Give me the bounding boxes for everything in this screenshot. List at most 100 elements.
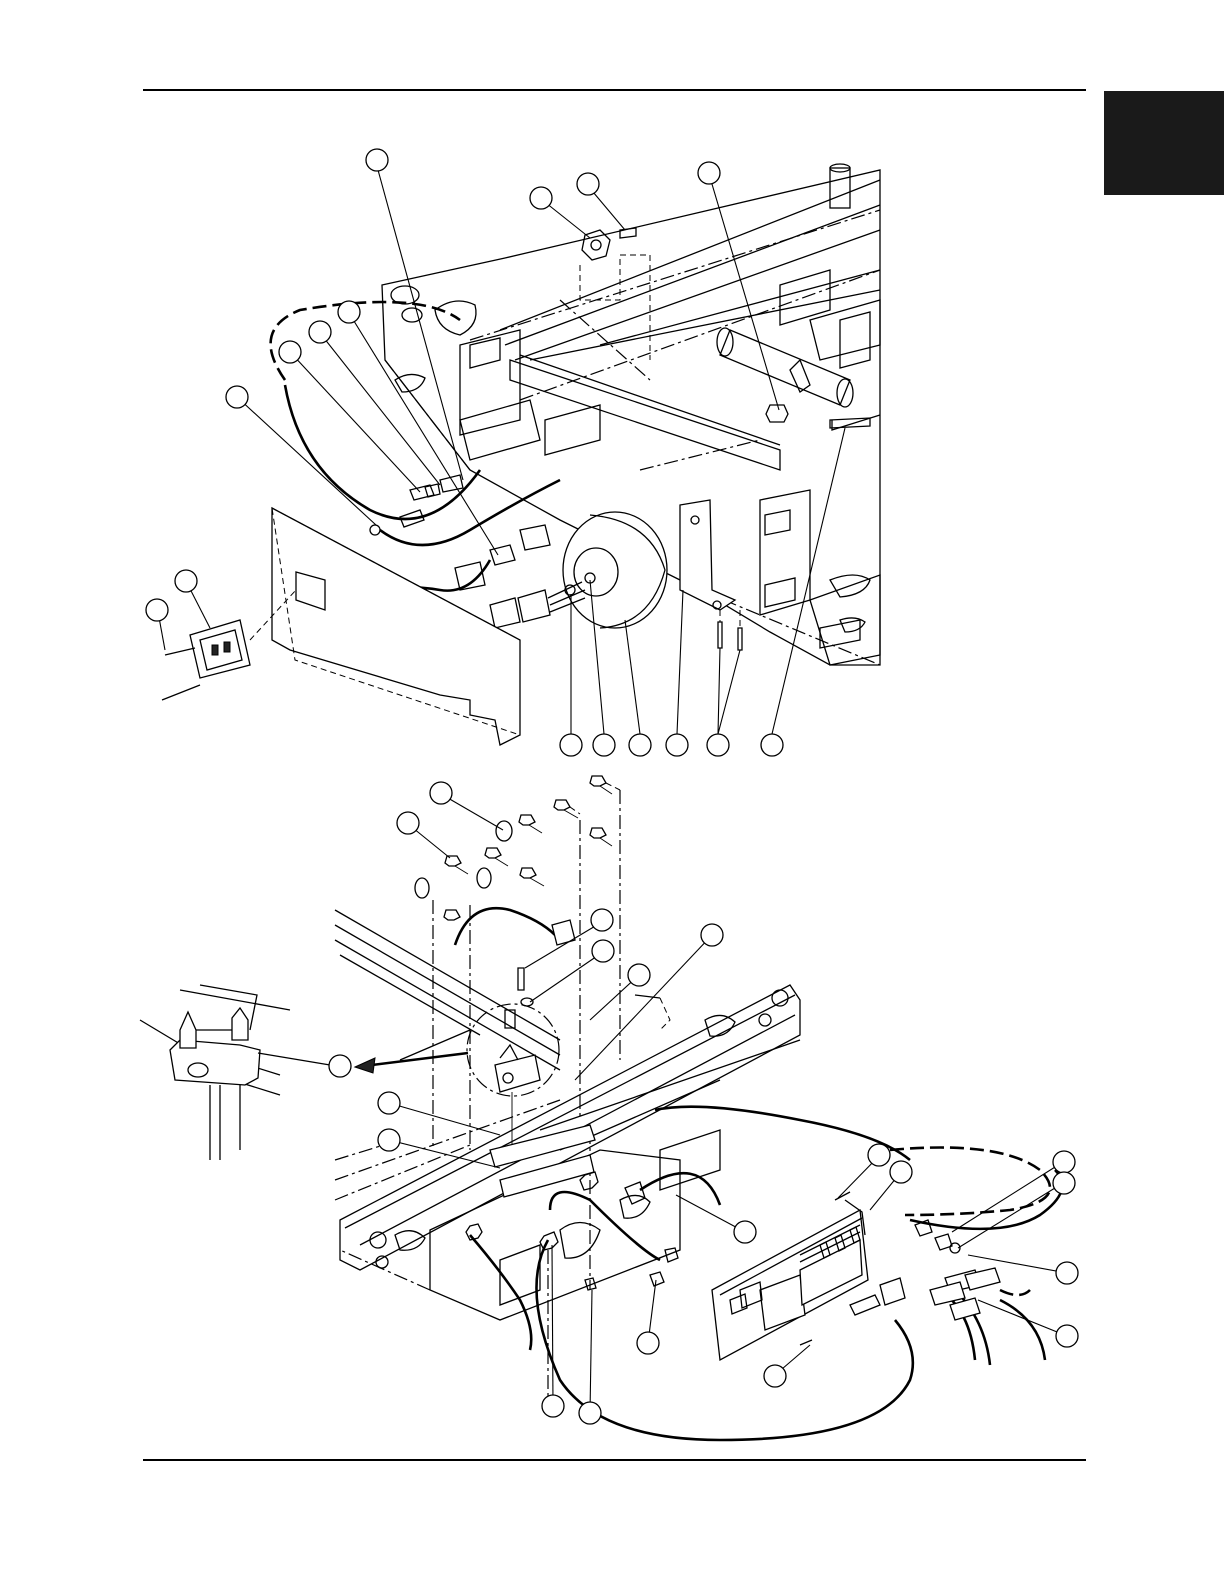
nut xyxy=(540,1232,558,1250)
leader-line xyxy=(552,1245,553,1405)
callout-bubble xyxy=(734,1221,756,1243)
socket-pin xyxy=(224,642,230,652)
frame-window xyxy=(500,1245,540,1305)
leader-line xyxy=(718,648,740,734)
callout-bubble xyxy=(309,321,331,343)
screw-head xyxy=(554,800,570,810)
screw xyxy=(738,628,742,650)
callout-bubble xyxy=(579,1402,601,1424)
enlarged-switch-tab xyxy=(232,1008,248,1040)
callout-bubble xyxy=(868,1144,890,1166)
terminal xyxy=(440,475,463,492)
leader-line xyxy=(389,1103,500,1135)
callout-bubble xyxy=(666,734,688,756)
side-panel xyxy=(272,508,520,745)
screw-head xyxy=(444,910,460,920)
screw-head xyxy=(445,856,461,866)
washer xyxy=(496,821,512,841)
nut xyxy=(466,1224,482,1240)
detail-arrow xyxy=(372,1053,468,1065)
callout-bubble xyxy=(146,599,168,621)
callout-bubble xyxy=(542,1395,564,1417)
screw xyxy=(718,622,722,648)
side-rail xyxy=(335,925,560,1055)
switch-body xyxy=(495,1055,540,1092)
callout-bubble xyxy=(593,734,615,756)
frame-cutout xyxy=(560,1223,600,1259)
callout-bubble xyxy=(378,1129,400,1151)
connector-plug xyxy=(455,562,485,590)
callout-bubble xyxy=(701,924,723,946)
callout-bubble xyxy=(338,301,360,323)
enlarged-switch-wire xyxy=(210,1085,220,1160)
sensor-plug xyxy=(552,920,575,945)
leader-line xyxy=(677,590,683,734)
callout-bubble xyxy=(175,570,197,592)
terminal-connector xyxy=(930,1282,965,1305)
charger-socket xyxy=(190,620,250,678)
bottom-callouts xyxy=(329,782,1078,1424)
wire-loop-dashed xyxy=(890,1148,1050,1216)
leader-line xyxy=(590,1290,592,1413)
screw-head xyxy=(590,828,606,838)
screw xyxy=(518,968,524,990)
connector-plug xyxy=(490,598,520,628)
callout-bubble xyxy=(707,734,729,756)
callout-bubble xyxy=(560,734,582,756)
washer xyxy=(415,878,429,898)
callout-bubble xyxy=(329,1055,351,1077)
board-plug xyxy=(850,1295,880,1315)
side-rail xyxy=(340,955,480,1035)
screw-head xyxy=(520,868,536,878)
leader-line xyxy=(978,1300,1067,1336)
washer xyxy=(477,868,491,888)
wire-tail xyxy=(1000,1300,1045,1360)
callout-bubble xyxy=(430,782,452,804)
callout-bubble xyxy=(397,812,419,834)
frame-block xyxy=(660,1130,720,1190)
callout-bubble xyxy=(637,1332,659,1354)
enlarged-leader xyxy=(258,1053,330,1065)
side-rail xyxy=(335,940,560,1070)
callout-bubble xyxy=(530,187,552,209)
callout-bubble xyxy=(577,173,599,195)
wire-loop xyxy=(910,1170,1062,1229)
screw-head xyxy=(485,848,501,858)
callout-bubble xyxy=(628,964,650,986)
callout-bubble xyxy=(1056,1325,1078,1347)
enlarged-switch-tab xyxy=(180,1012,196,1048)
callout-bubble xyxy=(890,1161,912,1183)
switch-tab xyxy=(500,1045,518,1060)
detail-arrow-head xyxy=(355,1058,375,1073)
connector-plug xyxy=(520,525,550,550)
callout-bubble xyxy=(1056,1262,1078,1284)
callout-bubble xyxy=(591,909,613,931)
bolt-guide xyxy=(660,998,670,1030)
callout-bubble xyxy=(698,162,720,184)
leader-line xyxy=(237,397,376,525)
top-frame-assembly xyxy=(162,164,880,745)
screw-guide xyxy=(570,783,620,814)
callout-bubble xyxy=(1053,1172,1075,1194)
connector-plug xyxy=(518,590,550,622)
terminal-ring xyxy=(370,525,380,535)
leader-line xyxy=(625,620,640,734)
bolt xyxy=(635,995,660,998)
side-rail xyxy=(400,1030,470,1060)
nut xyxy=(650,1272,664,1286)
callout-bubble xyxy=(761,734,783,756)
brake-disc xyxy=(563,512,667,628)
callout-bubble xyxy=(226,386,248,408)
leader-line xyxy=(530,952,603,1002)
callout-bubble xyxy=(629,734,651,756)
callout-bubble xyxy=(366,149,388,171)
bottom-frame-assembly xyxy=(140,776,1062,1440)
leader-line xyxy=(958,1183,1063,1248)
callout-bubble xyxy=(764,1365,786,1387)
terminal xyxy=(410,485,434,500)
callout-bubble xyxy=(279,341,301,363)
leader-line xyxy=(676,1195,745,1232)
callout-bubble xyxy=(378,1092,400,1114)
board-plug xyxy=(880,1278,905,1305)
